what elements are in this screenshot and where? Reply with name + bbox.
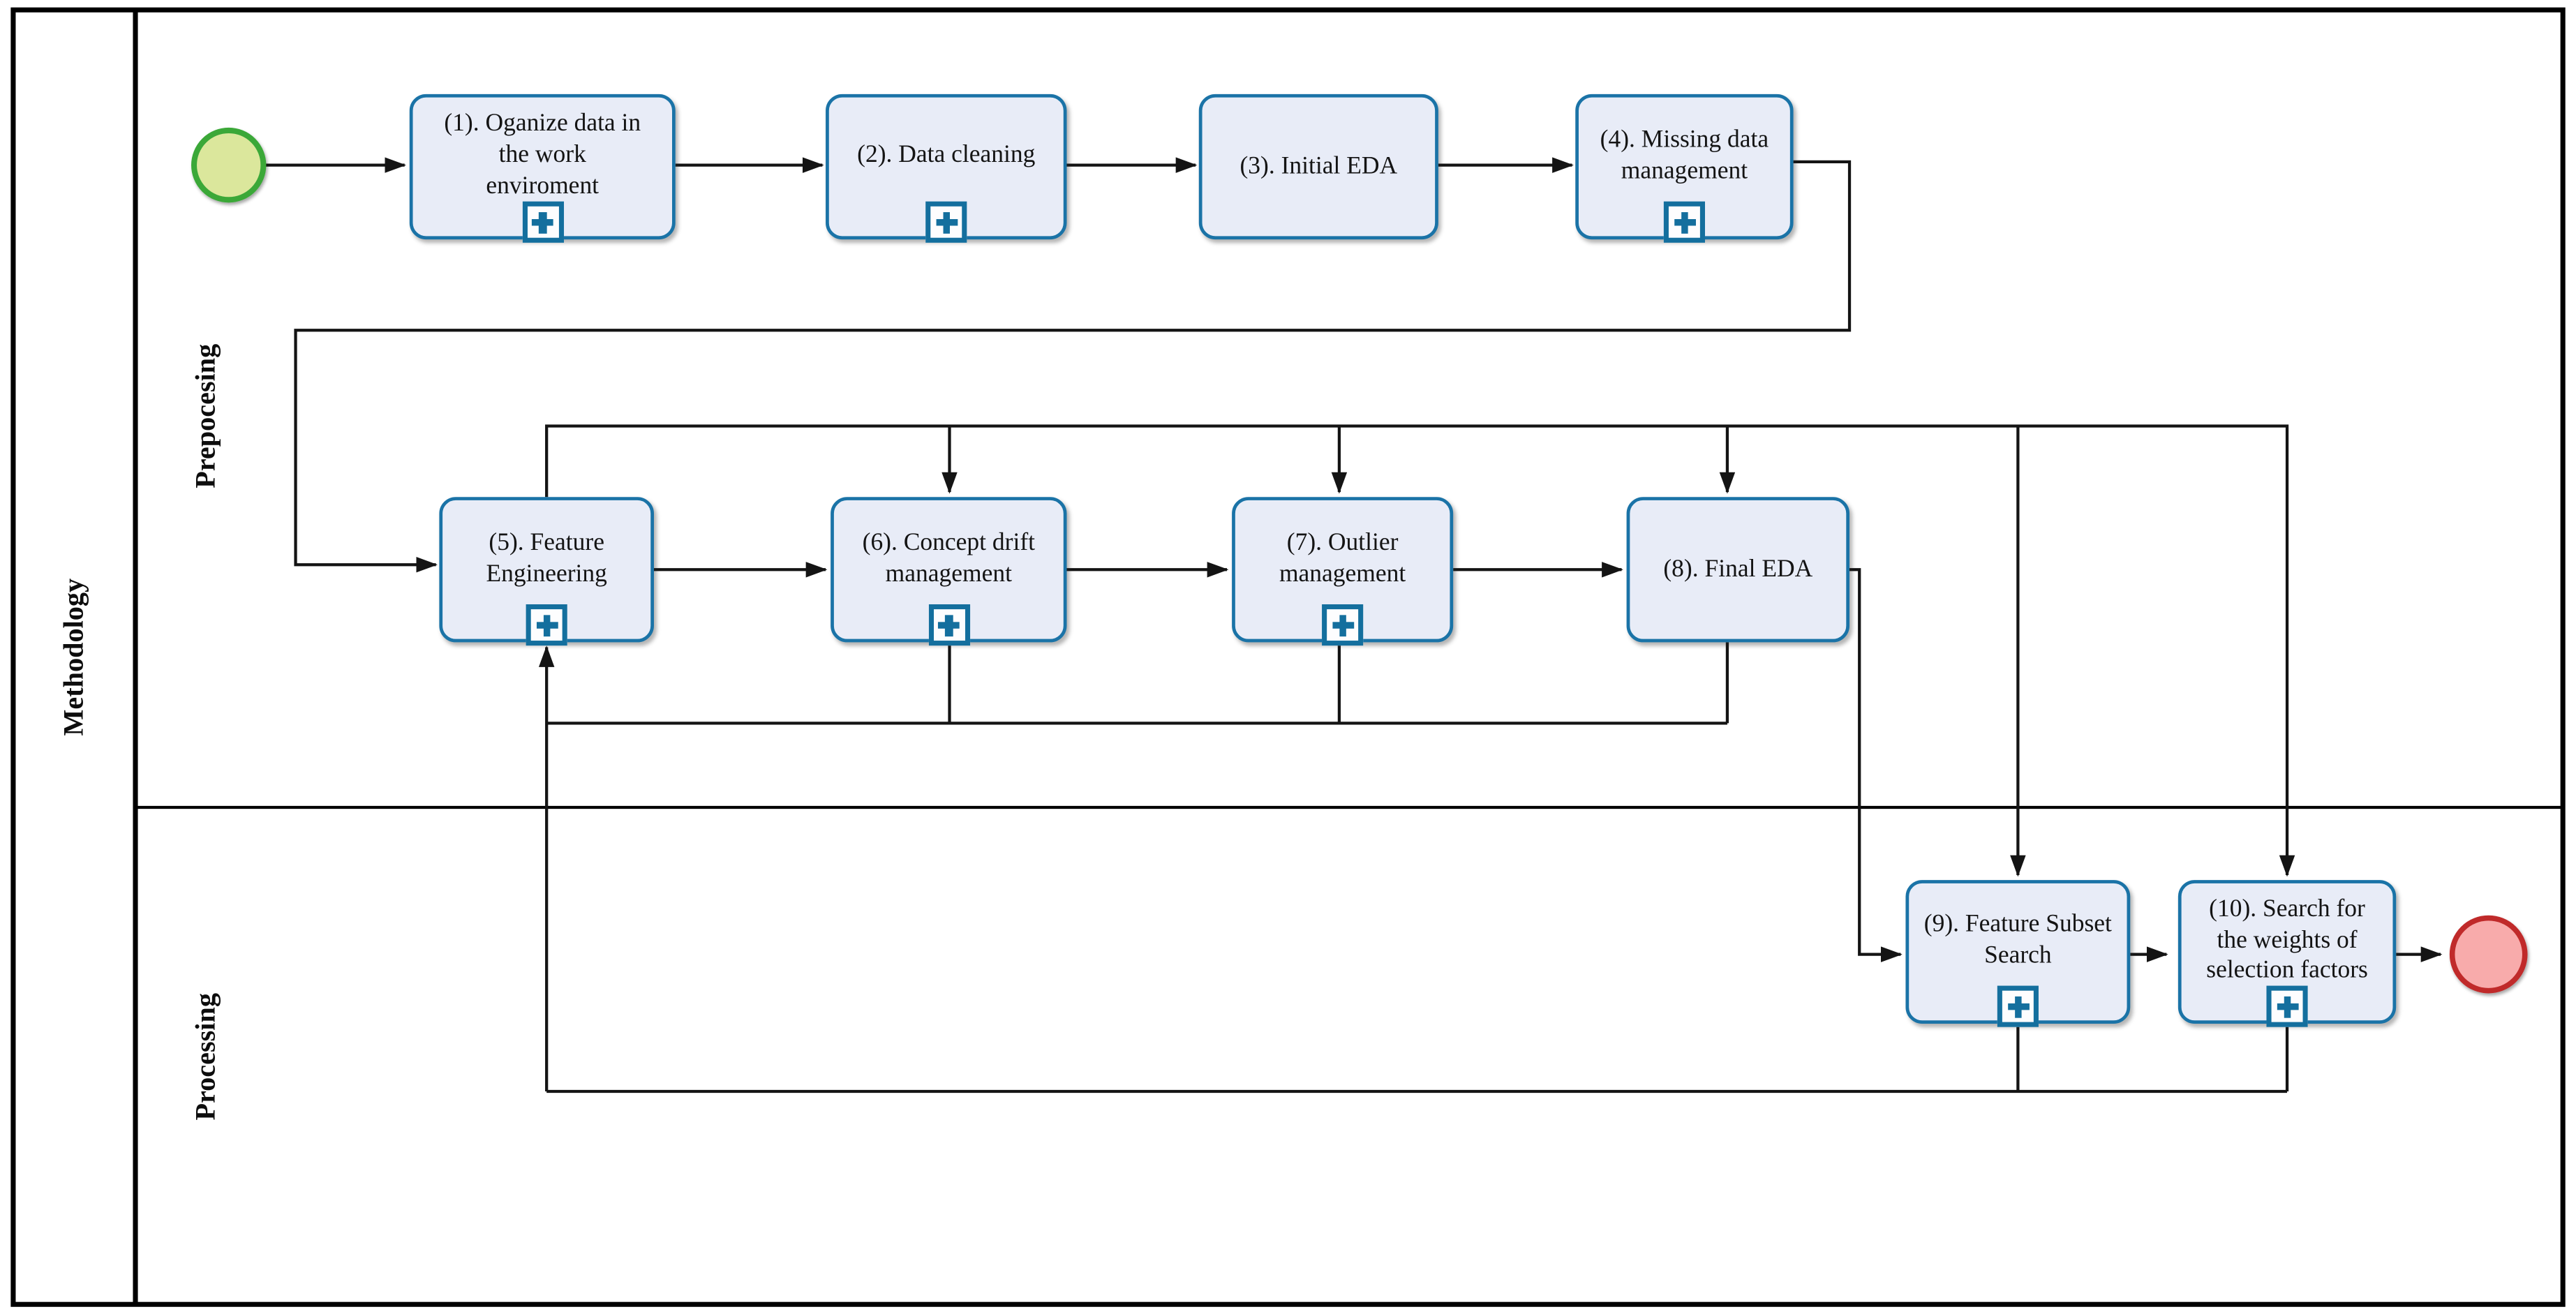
task-label: (6). Concept drift management [862,529,1036,588]
subprocess-plus-icon [928,604,969,646]
subprocess-plus-icon [2266,985,2308,1027]
start-event [191,127,267,203]
pool-border [10,7,2566,1307]
task-5-feature-engineering: (5). Feature Engineering [439,497,654,646]
pool-label: Methodology [57,578,89,736]
sequence-flows [264,157,2443,1093]
task-4-missing-data: (4). Missing data management [1575,94,1794,243]
subprocess-plus-icon [1997,985,2039,1027]
task-label: (4). Missing data management [1600,126,1769,184]
task-label: (7). Outlier management [1279,529,1406,588]
pool-frame [10,7,2566,1307]
task-7-outlier-management: (7). Outlier management [1232,497,1454,646]
task-10-search-weights: (10). Search for the weights of selectio… [2177,880,2397,1027]
task-6-concept-drift: (6). Concept drift management [831,497,1067,646]
task-label: (1). Oganize data in the work enviroment [444,110,641,200]
task-8-final-eda: (8). Final EDA [1626,497,1850,643]
lane-label-processing: Processing [190,993,222,1121]
task-label: (3). Initial EDA [1239,152,1398,179]
task-2-data-cleaning: (2). Data cleaning [826,94,1067,243]
subprocess-plus-icon [1322,604,1364,646]
task-label: (9). Feature Subset Search [1923,911,2112,969]
subprocess-plus-icon [526,604,567,646]
subprocess-plus-icon [521,201,563,243]
task-label: (2). Data cleaning [857,142,1036,169]
flow-task4-to-task5 [294,160,1852,573]
task-3-initial-eda: (3). Initial EDA [1198,94,1438,240]
task-label: (10). Search for the weights of selectio… [2206,895,2368,985]
task-label: (5). Feature Engineering [486,529,607,588]
subprocess-plus-icon [1663,201,1705,243]
task-1-organize-data: (1). Oganize data in the work enviroment [409,94,676,243]
flow-task5-top-distribution [545,424,2295,877]
flow-task8-to-task9 [1849,568,1903,962]
task-9-feature-subset-search: (9). Feature Subset Search [1905,880,2131,1027]
lane-label-preprocessing: Prepocesing [190,343,222,488]
subprocess-plus-icon [925,201,967,243]
end-event [2449,915,2528,994]
task-label: (8). Final EDA [1663,555,1813,583]
